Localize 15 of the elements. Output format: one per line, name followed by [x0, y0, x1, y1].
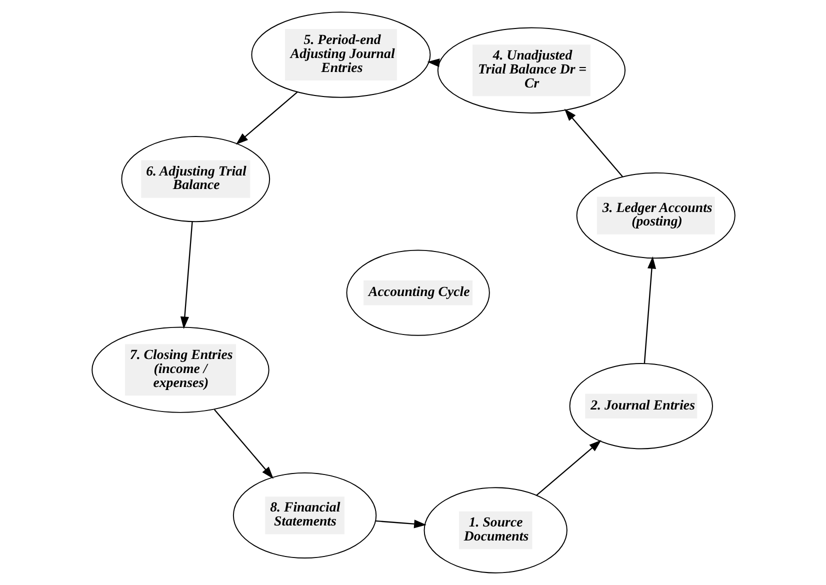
arrow — [564, 108, 622, 178]
node-ellipse: 3. Ledger Accounts (posting) — [576, 172, 735, 259]
arrow — [536, 440, 601, 496]
arrow — [214, 409, 274, 479]
arrow — [643, 256, 656, 364]
node-ellipse: 2. Journal Entries — [568, 363, 712, 450]
node-ellipse: 8. Financial Statements — [232, 472, 376, 559]
node-ellipse: Accounting Cycle — [346, 250, 490, 336]
arrow — [235, 92, 298, 145]
node-ellipse: 1. Source Documents — [423, 487, 567, 574]
arrow — [180, 222, 192, 329]
arrow — [375, 520, 426, 528]
node-ellipse: 6. Adjusting Trial Balance — [120, 136, 270, 222]
node-ellipse: 5. Period-end Adjusting Journal Entries — [250, 12, 430, 98]
node-ellipse: 7. Closing Entries (income / expenses) — [91, 326, 269, 413]
